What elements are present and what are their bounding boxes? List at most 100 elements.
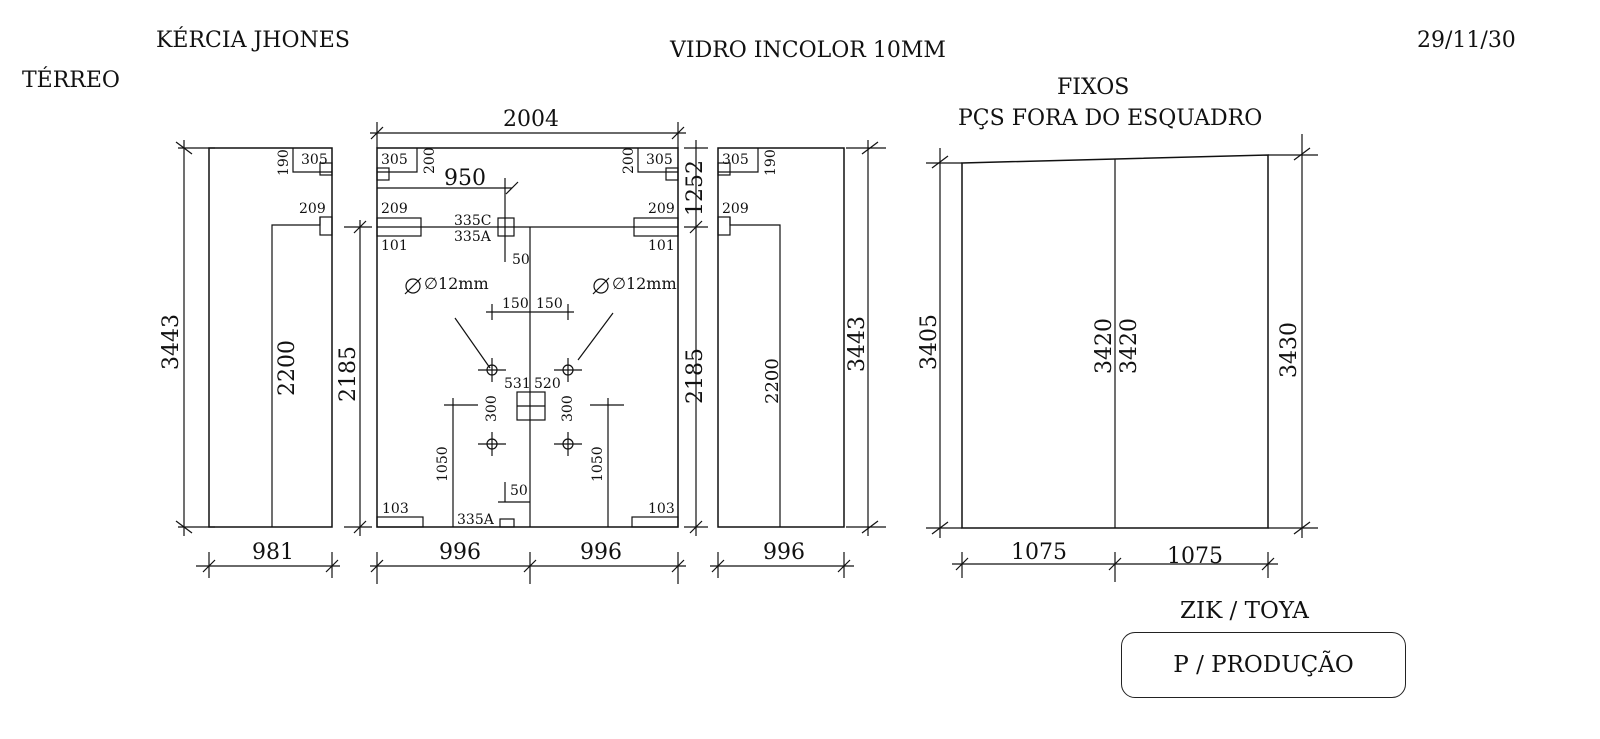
tick xyxy=(861,141,879,155)
right-notch-c-label: 209 xyxy=(722,201,749,217)
left-notch-209 xyxy=(319,216,333,236)
spacing-r-label: 150 xyxy=(536,296,563,312)
tick xyxy=(353,520,367,534)
tick xyxy=(711,559,725,573)
bl-103-label: 103 xyxy=(382,501,409,517)
tl-b-label: 200 xyxy=(422,147,438,174)
fixed-height-right-label: 3430 xyxy=(1277,322,1302,378)
l-101-label: 101 xyxy=(381,238,408,254)
center-lock-335c xyxy=(497,217,515,237)
left-height-label: 3443 xyxy=(159,314,184,370)
fixed-title: FIXOS xyxy=(1057,75,1130,100)
left-notch-corner xyxy=(319,162,333,176)
tick xyxy=(353,220,367,234)
right-panel-outline xyxy=(717,147,845,528)
tick xyxy=(837,559,851,573)
tick xyxy=(505,181,519,195)
tick xyxy=(689,220,703,234)
tick xyxy=(861,520,879,534)
hole-leader-right xyxy=(577,312,614,361)
left-hinge-209 xyxy=(376,217,422,237)
right-side-panel: 305 190 209 2200 3443 996 xyxy=(710,140,886,578)
c-335c-label: 335C xyxy=(454,213,491,229)
gap-bottom-label: 50 xyxy=(510,483,528,499)
tick xyxy=(689,520,703,534)
hole-left-label: ∅12mm xyxy=(424,274,489,293)
tick xyxy=(523,559,537,573)
date-label: 29/11/30 xyxy=(1417,28,1516,53)
bl-103-piece xyxy=(376,516,424,528)
center-total-width-label: 2004 xyxy=(503,107,559,132)
tr-b-label: 305 xyxy=(646,152,673,168)
production-stamp-label: P / PRODUÇÃO xyxy=(1173,652,1354,678)
tl-a-label: 305 xyxy=(381,152,408,168)
tick xyxy=(931,155,949,169)
tr-notch-dim xyxy=(637,148,678,173)
center-width-right-label: 996 xyxy=(580,540,622,565)
handle-h-r-label: 1050 xyxy=(590,446,606,482)
tick xyxy=(370,126,384,140)
br-103-piece xyxy=(631,516,679,528)
top-block-label: 1252 xyxy=(683,160,708,216)
right-notch-a-label: 305 xyxy=(722,152,749,168)
right-width-label: 996 xyxy=(763,540,805,565)
fixed-height-mid-b-label: 3420 xyxy=(1117,318,1142,374)
tick xyxy=(1293,147,1311,161)
left-side-panel: 3443 2200 190 305 209 981 xyxy=(159,140,340,578)
tick xyxy=(370,559,384,573)
handle-r-label: 520 xyxy=(534,376,561,392)
hole-symbol-slash xyxy=(404,277,422,295)
tick xyxy=(955,557,969,571)
right-notch-209 xyxy=(717,216,731,236)
tick xyxy=(1261,557,1275,571)
c-335a-top-label: 335A xyxy=(454,229,492,245)
handle-vl-label: 300 xyxy=(484,395,500,422)
hole-leader-left xyxy=(454,317,491,369)
spacing-l-label: 150 xyxy=(502,296,529,312)
left-notch-a-label: 190 xyxy=(276,149,292,176)
tick xyxy=(175,520,193,534)
bottom-lock-335a xyxy=(499,518,515,528)
tick xyxy=(1108,557,1122,571)
left-notch-c-label: 209 xyxy=(299,201,326,217)
right-door-height-label: 2200 xyxy=(762,358,783,404)
handle-vr-label: 300 xyxy=(560,395,576,422)
left-notch-b-label: 305 xyxy=(301,152,328,168)
fixed-height-left-label: 3405 xyxy=(917,314,942,370)
handle-l-label: 531 xyxy=(504,376,531,392)
right-height-label: 3443 xyxy=(845,316,870,372)
tick xyxy=(671,559,685,573)
hole-symbol-slash xyxy=(592,277,610,295)
tick xyxy=(671,126,685,140)
br-103-label: 103 xyxy=(648,501,675,517)
hole-symbol-left xyxy=(405,278,421,294)
center-height-right-label: 2185 xyxy=(683,348,708,404)
tr-corner-notch xyxy=(665,167,679,181)
tick xyxy=(1293,521,1311,535)
floor-label: TÉRREO xyxy=(22,68,120,93)
r-101-label: 101 xyxy=(648,238,675,254)
tl-notch-dim xyxy=(377,148,418,173)
center-panel: 2004 950 305 200 200 305 209 101 209 101 xyxy=(336,107,708,584)
material-label: VIDRO INCOLOR 10MM xyxy=(670,38,946,63)
hole-symbol-right xyxy=(593,278,609,294)
hole-right-label: ∅12mm xyxy=(612,274,677,293)
tick xyxy=(175,141,193,155)
left-panel-outline xyxy=(208,147,333,528)
left-door-height-label: 2200 xyxy=(275,340,300,396)
right-notch-corner xyxy=(717,162,731,176)
fixed-panels: 3405 3420 3420 3430 1075 1075 xyxy=(917,134,1318,582)
fixed-note: PÇS FORA DO ESQUADRO xyxy=(958,106,1263,131)
fixed-height-mid-a-label: 3420 xyxy=(1092,318,1117,374)
c-335a-bottom-label: 335A xyxy=(457,512,495,528)
right-hinge-209 xyxy=(633,217,679,237)
handle-h-l-label: 1050 xyxy=(435,446,451,482)
l-209-label: 209 xyxy=(381,201,408,217)
lock-offset-label: 950 xyxy=(444,166,486,191)
right-notch-top xyxy=(718,148,759,173)
gap-top-label: 50 xyxy=(512,252,530,268)
tick xyxy=(325,559,339,573)
center-outline xyxy=(376,147,679,528)
